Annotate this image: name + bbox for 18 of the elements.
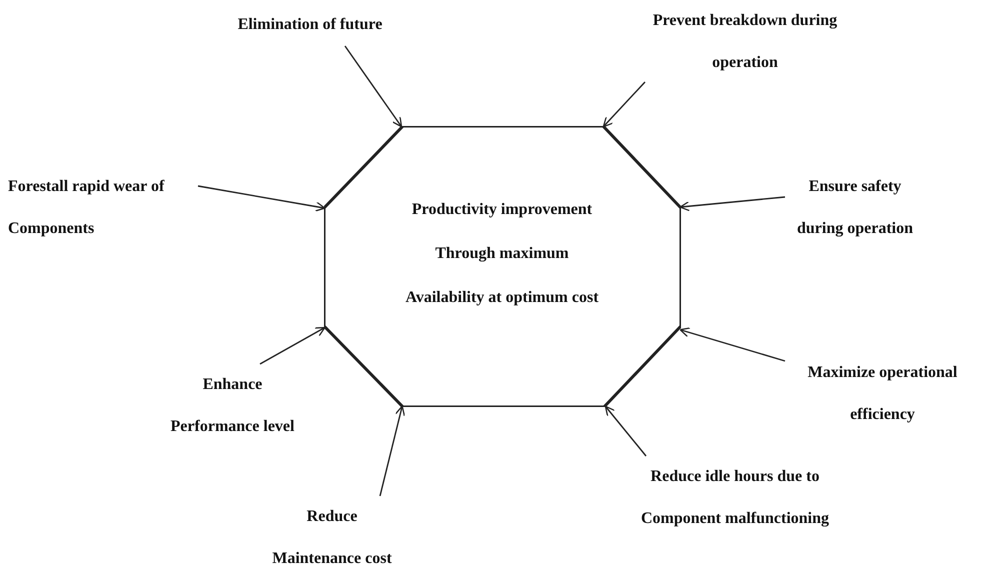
text-label: Forestall rapid wear of Components [8, 166, 198, 250]
text-label: Prevent breakdown during operation [645, 0, 845, 84]
arrow [680, 327, 786, 362]
text-label: Reduce idle hours due to Component malfunctioning [610, 456, 860, 540]
arrow [198, 185, 326, 212]
text-label: Elimination of future [205, 4, 415, 46]
text-label: Enhance Performance level [160, 364, 305, 448]
text-label: Maximize operational efficiency [785, 352, 980, 436]
arrow [379, 406, 406, 496]
octagon-node [324, 126, 681, 407]
text-label: Ensure safety during operation [785, 166, 925, 250]
octagon-text: Productivity improvement Through maximum Availability at optimum cost [404, 200, 600, 308]
arrow [679, 196, 786, 212]
arrow [344, 46, 402, 128]
arrow [260, 326, 326, 365]
arrow [602, 82, 646, 128]
arrow [604, 406, 647, 456]
text-label: Reduce Maintenance cost [262, 496, 402, 574]
